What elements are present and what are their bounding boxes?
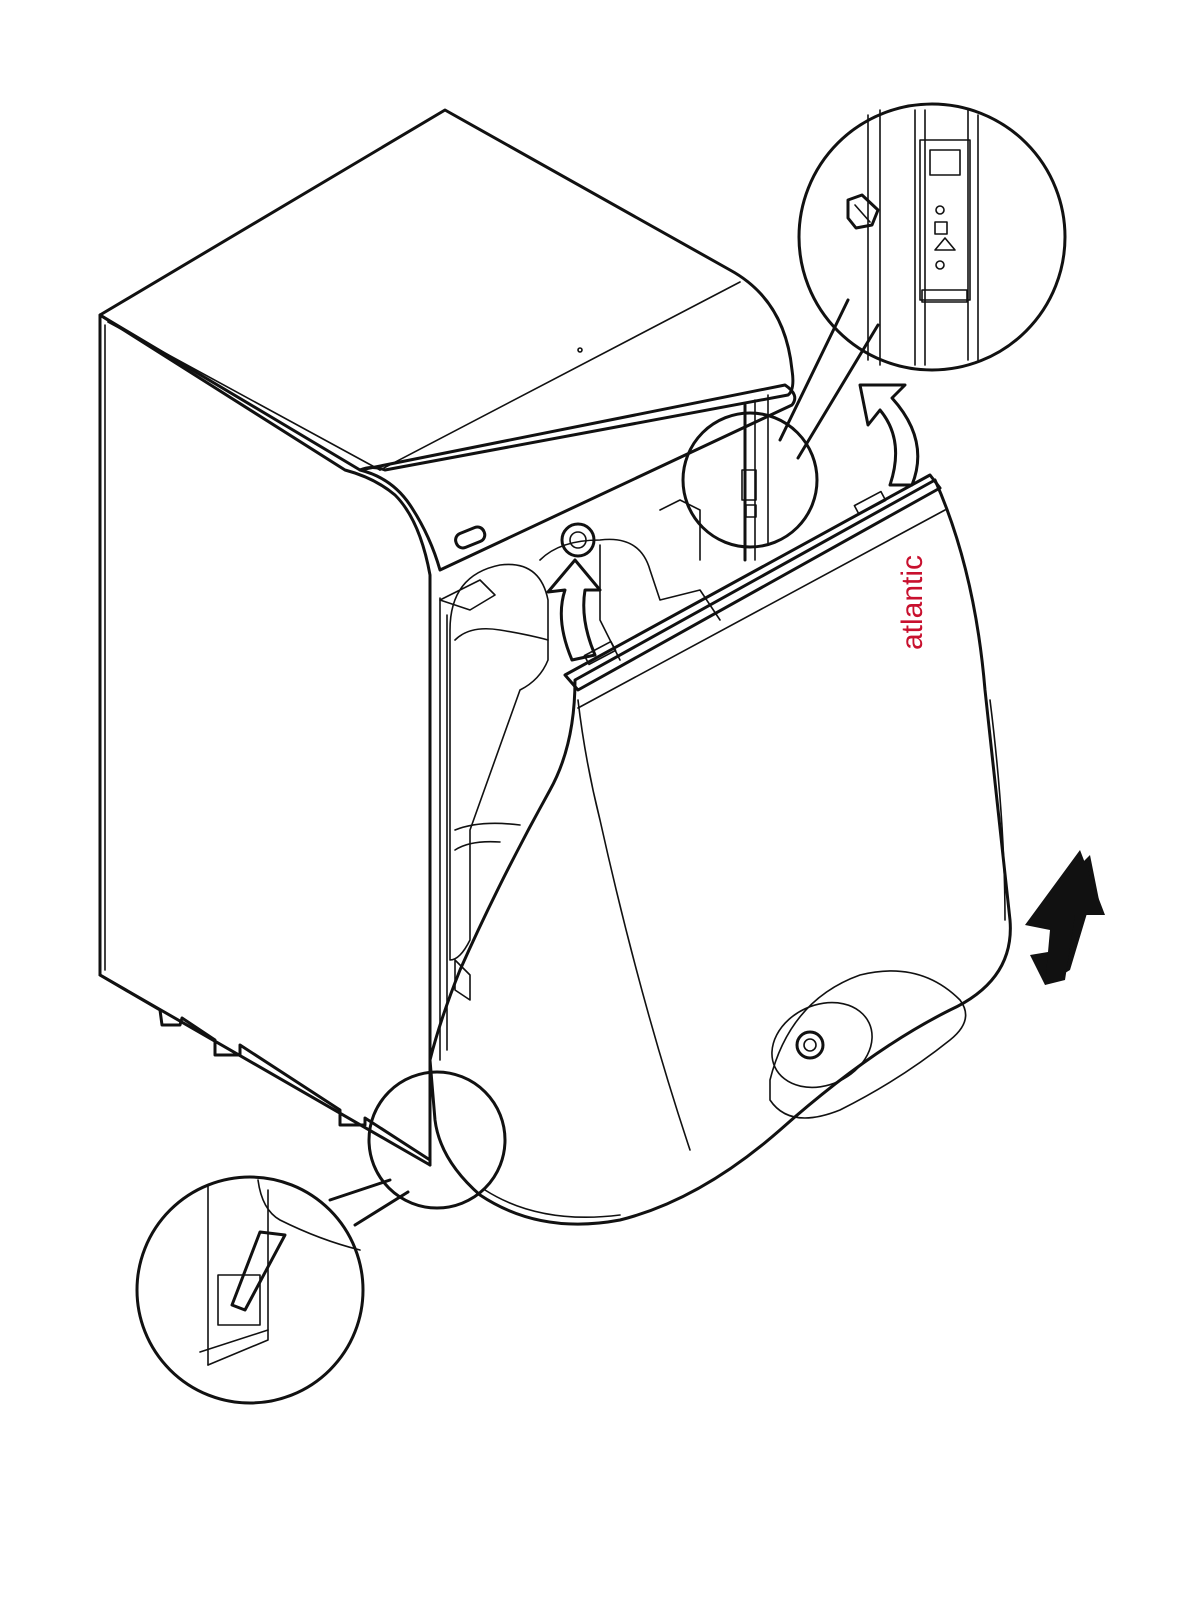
curved-arrow-up-icon xyxy=(546,558,602,662)
cabinet-top-lip xyxy=(358,383,797,572)
cabinet-top xyxy=(98,108,795,472)
interior-pipe xyxy=(539,538,721,621)
callout-top-latch-plate xyxy=(919,139,971,301)
callout-bottom-slot xyxy=(217,1274,261,1326)
boiler-cabinet xyxy=(98,108,797,1167)
curved-arrow-up-icon xyxy=(858,383,920,487)
callout-top-screw xyxy=(846,193,880,230)
boiler-interior xyxy=(439,394,769,1001)
front-panel-tab-right xyxy=(853,490,887,516)
front-panel-control-recess xyxy=(769,970,967,1119)
interior-tank xyxy=(449,563,549,961)
interior-flue-collar xyxy=(560,522,596,558)
callout-bottom-detail xyxy=(135,1070,507,1405)
front-panel-tab-left xyxy=(583,640,617,666)
callout-bottom-source-circle xyxy=(367,1070,507,1210)
callout-top-magnified-circle xyxy=(797,102,1067,372)
front-panel: atlantic xyxy=(428,473,1012,1226)
callout-bottom-magnified-circle xyxy=(135,1175,365,1405)
front-panel-body xyxy=(428,478,1012,1226)
front-panel-knob xyxy=(795,1030,825,1060)
callout-top-detail xyxy=(681,102,1067,549)
brand-logo: atlantic xyxy=(896,555,929,650)
arrow-down-left-icon xyxy=(1025,850,1105,985)
front-panel-top-edge xyxy=(563,473,942,692)
callout-top-source-circle xyxy=(681,411,819,549)
cabinet-top-slot xyxy=(454,525,487,550)
cabinet-side xyxy=(98,313,432,1167)
cabinet-base xyxy=(98,973,432,1162)
callout-bottom-tab xyxy=(230,1230,287,1312)
